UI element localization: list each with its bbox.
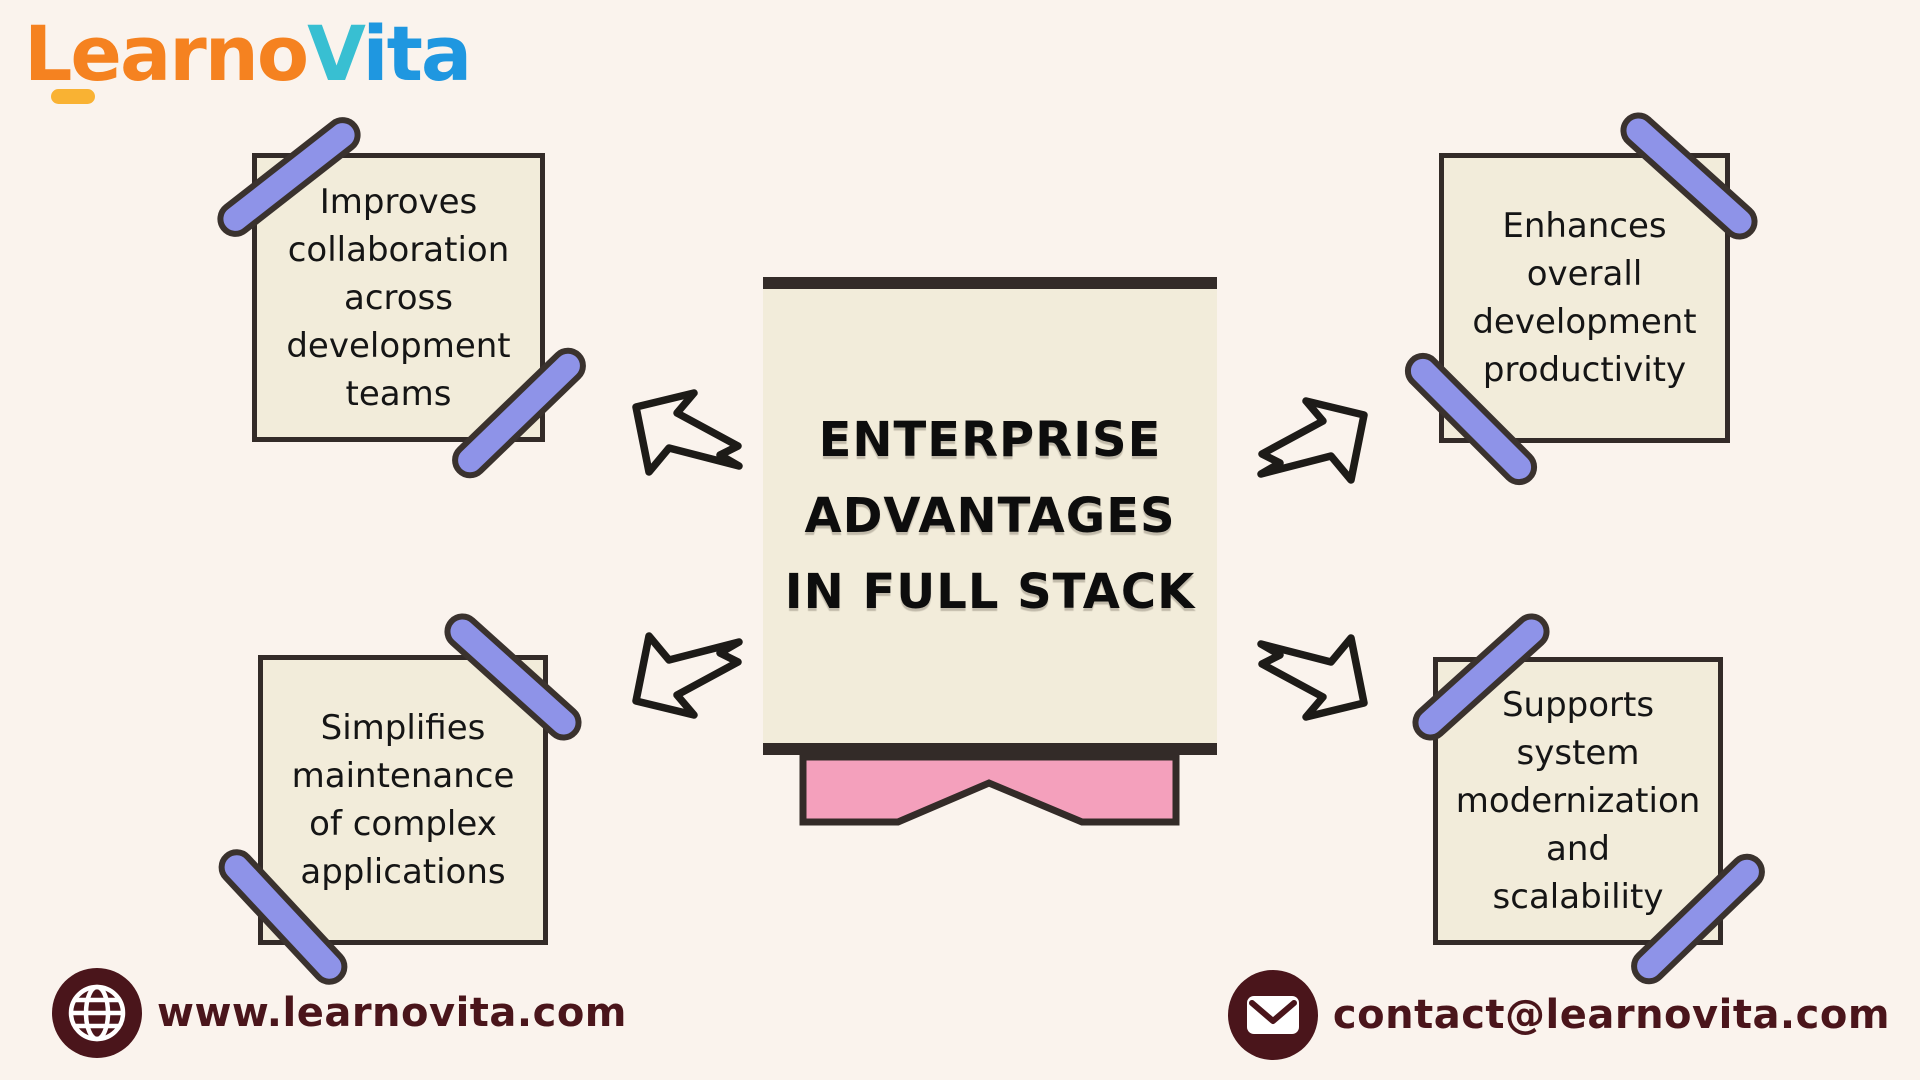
ribbon-tail — [799, 753, 1180, 826]
logo-text-v: V — [307, 9, 365, 98]
note-card-top-right: Enhances overall development productivit… — [1439, 153, 1730, 443]
globe-icon — [52, 968, 142, 1058]
arrow-top-left-icon — [632, 389, 743, 476]
arrow-bottom-left-icon — [632, 632, 743, 719]
center-title-box: ENTERPRISE ADVANTAGES IN FULL STACK — [763, 277, 1217, 755]
note-card-top-left: Improves collaboration across developmen… — [252, 153, 545, 442]
footer-email: contact@learnovita.com — [1227, 969, 1890, 1061]
center-title-line-1: ENTERPRISE — [818, 412, 1162, 468]
note-card-bottom-left: Simplifies maintenance of complex applic… — [258, 655, 548, 945]
logo-text-learno: Learno — [24, 9, 309, 98]
center-title-line-3: IN FULL STACK — [784, 564, 1196, 620]
email-address: contact@learnovita.com — [1332, 992, 1890, 1038]
logo-l-foot-accent — [51, 89, 95, 104]
footer-website: www.learnovita.com — [51, 967, 627, 1059]
note-card-bottom-right: Supports system modernization and scalab… — [1433, 657, 1723, 945]
note-card-top-left-text: Improves collaboration across developmen… — [286, 181, 511, 414]
note-card-top-right-text: Enhances overall development productivit… — [1472, 206, 1697, 390]
arrow-top-right-icon — [1257, 397, 1368, 484]
arrow-bottom-right-icon — [1257, 634, 1368, 721]
learnovita-logo: LearnoVita — [24, 4, 473, 104]
note-card-bottom-right-text: Supports system modernization and scalab… — [1455, 685, 1701, 917]
note-card-bottom-left-text: Simplifies maintenance of complex applic… — [291, 708, 515, 892]
envelope-icon — [1227, 970, 1318, 1060]
website-url: www.learnovita.com — [157, 990, 627, 1036]
logo-text-ita: ita — [362, 9, 473, 98]
center-title-line-2: ADVANTAGES — [804, 488, 1176, 544]
